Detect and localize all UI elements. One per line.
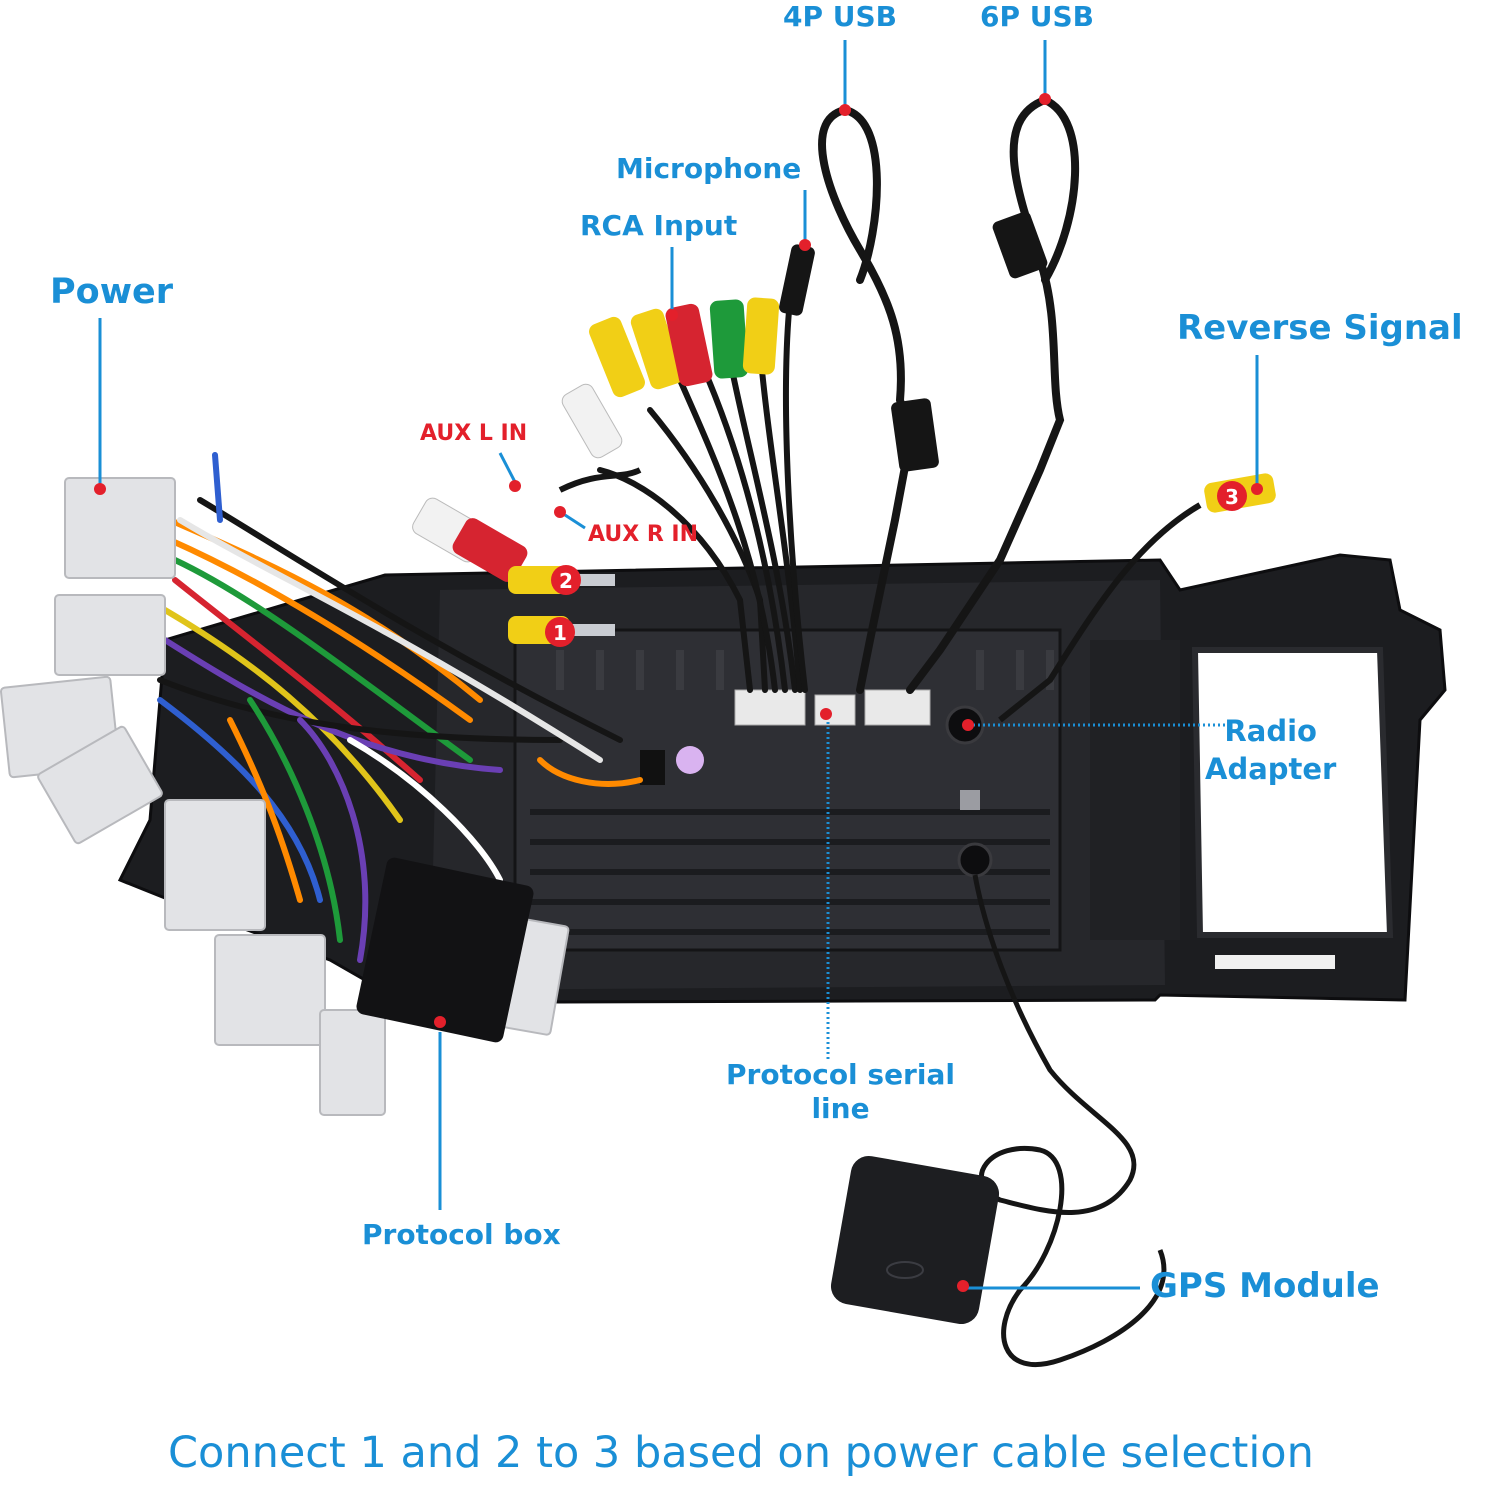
label-reverse-signal: Reverse Signal [1177,308,1463,348]
badge-3: 3 [1217,481,1247,511]
label-4p-usb: 4P USB [783,0,897,33]
label-protocol-serial-line2: line [811,1092,870,1125]
badge-2-text: 2 [559,569,573,593]
callout-lines-red [498,452,586,530]
label-microphone: Microphone [616,152,802,185]
callout-dots [94,93,1263,1292]
bottom-caption: Connect 1 and 2 to 3 based on power cabl… [168,1428,1314,1478]
label-protocol-box: Protocol box [362,1218,561,1251]
callout-lines [98,40,1259,1290]
label-protocol-serial-line1: Protocol serial [726,1058,955,1091]
label-aux-l-in: AUX L IN [420,421,528,446]
label-rca-input: RCA Input [580,209,738,242]
badge-1-text: 1 [553,621,567,645]
label-radio-adapter-line1: Radio [1224,714,1317,748]
power-connectors [0,477,570,1116]
label-gps-module: GPS Module [1150,1266,1380,1306]
label-6p-usb: 6P USB [980,0,1094,33]
label-protocol-serial-line: Protocol serial line [718,1058,963,1126]
label-radio-adapter: Radio Adapter [1205,712,1336,788]
badge-3-text: 3 [1225,485,1239,509]
badge-1: 1 [545,617,575,647]
usb-cables [818,96,1080,694]
gps-cable-and-module [830,874,1167,1368]
label-power: Power [50,272,174,312]
label-aux-r-in: AUX R IN [588,522,699,547]
aux-plugs [412,467,642,582]
badge-2: 2 [551,565,581,595]
wiring-harness [157,452,643,963]
label-radio-adapter-line2: Adapter [1205,752,1337,786]
protocol-box-shape [356,857,534,1043]
rca-plug-cluster [561,244,815,693]
